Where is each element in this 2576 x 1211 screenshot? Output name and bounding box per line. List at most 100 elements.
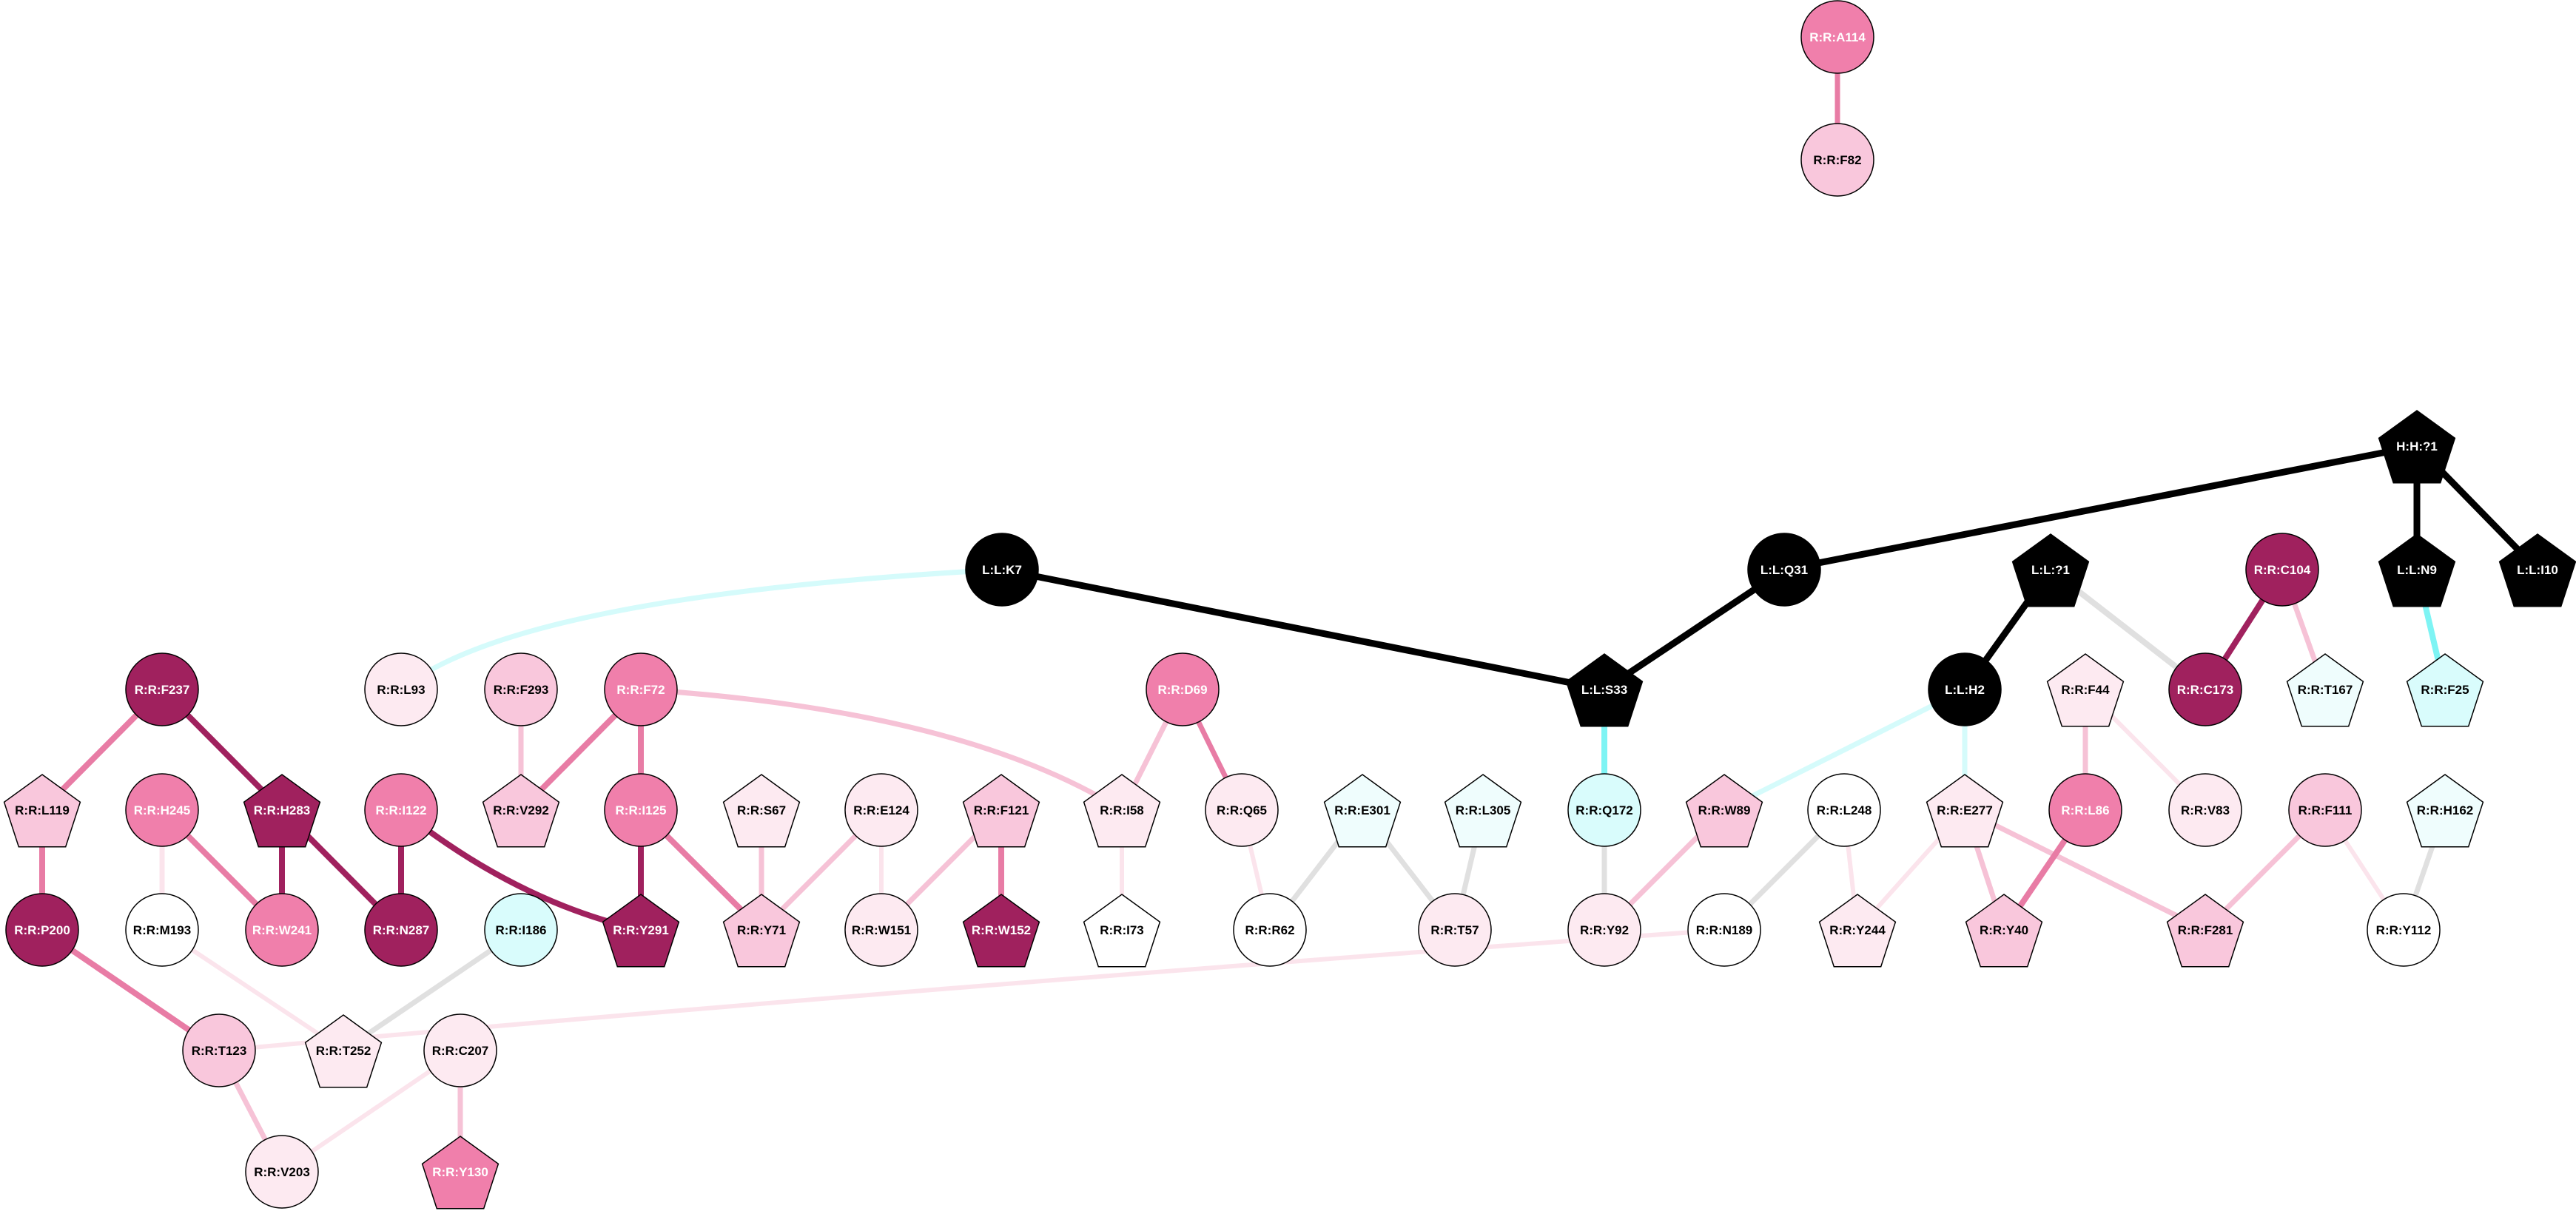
- node-n189[interactable]: R:R:N189: [1687, 893, 1761, 967]
- node-q31[interactable]: L:L:Q31: [1747, 533, 1821, 607]
- node-label: R:R:Y291: [613, 923, 669, 937]
- node-label: R:R:T167: [2298, 683, 2353, 697]
- node-y244[interactable]: R:R:Y244: [1818, 894, 1897, 968]
- node-label: R:R:T252: [316, 1044, 371, 1058]
- node-label: R:R:H245: [134, 803, 191, 817]
- node-w89[interactable]: R:R:W89: [1685, 774, 1763, 848]
- node-circle: [125, 773, 199, 847]
- node-f281[interactable]: R:R:F281: [2166, 894, 2244, 968]
- node-r62[interactable]: R:R:R62: [1233, 893, 1307, 967]
- node-label: L:L:I10: [2517, 563, 2558, 577]
- node-i122[interactable]: R:R:I122: [364, 773, 438, 847]
- node-w151[interactable]: R:R:W151: [844, 893, 918, 967]
- node-label: L:L:?1: [2031, 563, 2070, 577]
- node-t167[interactable]: R:R:T167: [2286, 653, 2364, 727]
- node-t57[interactable]: R:R:T57: [1418, 893, 1492, 967]
- node-circle: [245, 1135, 319, 1209]
- node-q172[interactable]: R:R:Q172: [1567, 773, 1641, 847]
- node-label: R:R:I58: [1100, 803, 1144, 817]
- node-k7[interactable]: L:L:K7: [965, 533, 1039, 607]
- node-f72[interactable]: R:R:F72: [604, 652, 678, 726]
- node-f111[interactable]: R:R:F111: [2288, 773, 2362, 847]
- node-label: R:R:Y112: [2376, 923, 2432, 937]
- node-e301[interactable]: R:R:E301: [1323, 774, 1402, 848]
- node-l86[interactable]: R:R:L86: [2048, 773, 2122, 847]
- node-label: R:R:W241: [252, 923, 312, 937]
- node-pentagon: [2166, 894, 2244, 968]
- node-h283[interactable]: R:R:H283: [243, 774, 321, 848]
- node-e277[interactable]: R:R:E277: [1926, 774, 2004, 848]
- node-circle: [5, 893, 79, 967]
- node-f121[interactable]: R:R:F121: [962, 774, 1040, 848]
- node-w241[interactable]: R:R:W241: [245, 893, 319, 967]
- node-q65[interactable]: R:R:Q65: [1205, 773, 1279, 847]
- node-label: R:R:F82: [1813, 153, 1861, 167]
- node-y112[interactable]: R:R:Y112: [2367, 893, 2441, 967]
- node-a114[interactable]: R:R:A114: [1800, 0, 1874, 74]
- node-w152[interactable]: R:R:W152: [962, 894, 1040, 968]
- node-s33[interactable]: L:L:S33: [1565, 653, 1644, 727]
- node-pentagon: [1965, 894, 2043, 968]
- node-label: L:L:S33: [1581, 683, 1627, 697]
- node-h2[interactable]: L:L:H2: [1928, 652, 2002, 726]
- node-circle: [484, 652, 558, 726]
- node-f44[interactable]: R:R:F44: [2046, 653, 2125, 727]
- node-l305[interactable]: R:R:L305: [1444, 774, 1522, 848]
- node-label: R:R:F25: [2421, 683, 2469, 697]
- node-pentagon: [421, 1136, 500, 1210]
- node-c173[interactable]: R:R:C173: [2168, 652, 2242, 726]
- node-pentagon: [602, 894, 680, 968]
- node-f82[interactable]: R:R:F82: [1800, 123, 1874, 197]
- node-label: R:R:F111: [2298, 803, 2353, 817]
- node-c207[interactable]: R:R:C207: [423, 1013, 497, 1087]
- node-h245[interactable]: R:R:H245: [125, 773, 199, 847]
- node-y40[interactable]: R:R:Y40: [1965, 894, 2043, 968]
- node-label: R:R:C207: [432, 1044, 489, 1058]
- node-l93[interactable]: R:R:L93: [364, 652, 438, 726]
- node-i73[interactable]: R:R:I73: [1083, 894, 1161, 968]
- node-y291[interactable]: R:R:Y291: [602, 894, 680, 968]
- node-label: R:R:W152: [972, 923, 1031, 937]
- node-l248[interactable]: R:R:L248: [1807, 773, 1881, 847]
- node-label: R:R:P200: [14, 923, 70, 937]
- node-i58[interactable]: R:R:I58: [1083, 774, 1161, 848]
- node-v83[interactable]: R:R:V83: [2168, 773, 2242, 847]
- node-circle: [364, 893, 438, 967]
- node-v292[interactable]: R:R:V292: [482, 774, 560, 848]
- node-y130[interactable]: R:R:Y130: [421, 1136, 500, 1210]
- node-f293[interactable]: R:R:F293: [484, 652, 558, 726]
- node-c104[interactable]: R:R:C104: [2245, 533, 2319, 607]
- node-i125[interactable]: R:R:I125: [604, 773, 678, 847]
- node-y71[interactable]: R:R:Y71: [722, 894, 801, 968]
- node-t123[interactable]: R:R:T123: [182, 1013, 256, 1087]
- node-d69[interactable]: R:R:D69: [1146, 652, 1220, 726]
- node-i186[interactable]: R:R:I186: [484, 893, 558, 967]
- node-pentagon: [2378, 533, 2456, 607]
- node-label: R:R:H283: [254, 803, 311, 817]
- node-l71[interactable]: L:L:?1: [2011, 533, 2090, 607]
- node-i10[interactable]: L:L:I10: [2498, 533, 2576, 607]
- node-m193[interactable]: R:R:M193: [125, 893, 199, 967]
- node-h71[interactable]: H:H:?1: [2378, 410, 2456, 484]
- node-l119[interactable]: R:R:L119: [3, 774, 81, 848]
- node-e124[interactable]: R:R:E124: [844, 773, 918, 847]
- node-t252[interactable]: R:R:T252: [304, 1014, 383, 1088]
- node-circle: [844, 893, 918, 967]
- node-p200[interactable]: R:R:P200: [5, 893, 79, 967]
- node-label: R:R:R62: [1245, 923, 1294, 937]
- node-label: R:R:F293: [494, 683, 549, 697]
- node-label: R:R:V83: [2181, 803, 2230, 817]
- node-h162[interactable]: R:R:H162: [2406, 774, 2484, 848]
- node-label: R:R:V203: [254, 1165, 310, 1179]
- node-v203[interactable]: R:R:V203: [245, 1135, 319, 1209]
- node-pentagon: [1444, 774, 1522, 848]
- node-label: R:R:F121: [974, 803, 1029, 817]
- node-s67[interactable]: R:R:S67: [722, 774, 801, 848]
- node-f237[interactable]: R:R:F237: [125, 652, 199, 726]
- node-label: R:R:C173: [2177, 683, 2234, 697]
- node-circle: [965, 533, 1039, 607]
- node-y92[interactable]: R:R:Y92: [1567, 893, 1641, 967]
- node-f25[interactable]: R:R:F25: [2406, 653, 2484, 727]
- node-n9[interactable]: L:L:N9: [2378, 533, 2456, 607]
- node-n287[interactable]: R:R:N287: [364, 893, 438, 967]
